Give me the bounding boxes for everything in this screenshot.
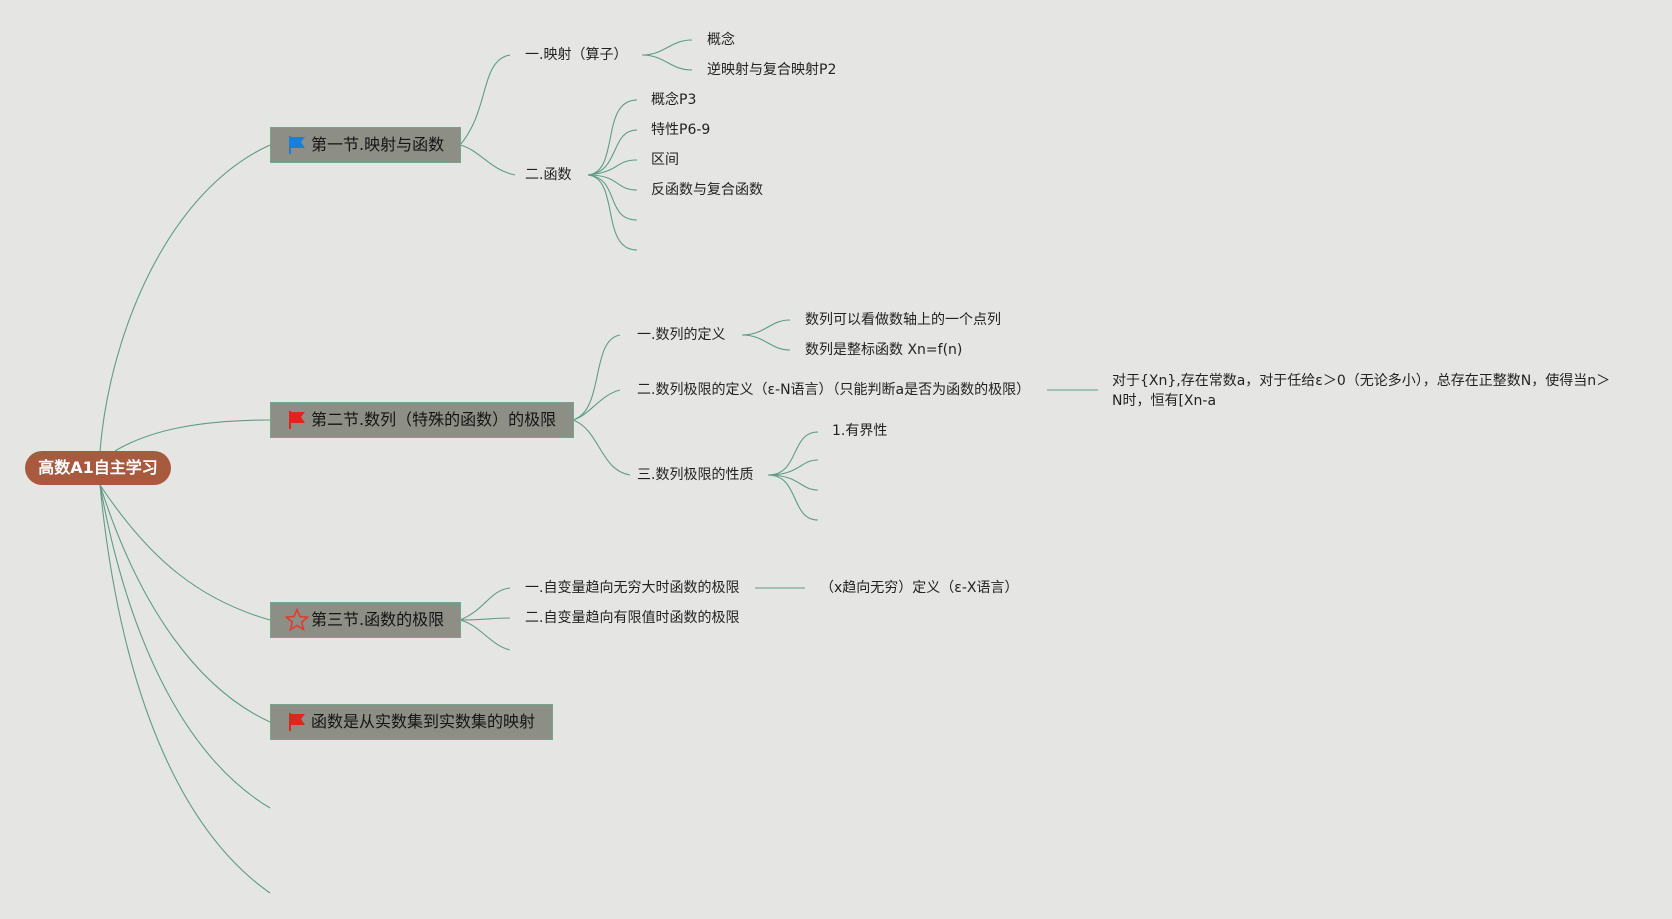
note-line: 对于{Xn},存在常数a，对于任给ε＞0（无论多小），总存在正整数N，使得当n＞: [1112, 373, 1611, 389]
topic-label: 函数是从实数集到实数集的映射: [311, 712, 536, 731]
topic-label: 第三节.函数的极限: [311, 610, 445, 629]
red-star-icon: [285, 608, 309, 632]
leaf-function-properties[interactable]: 特性P6-9: [651, 122, 711, 138]
sub-topic-function[interactable]: 二.函数: [525, 167, 572, 183]
leaf-concept[interactable]: 概念: [707, 32, 735, 48]
sub-topic-mapping[interactable]: 一.映射（算子）: [525, 47, 628, 63]
note-epsilon-n-definition[interactable]: 对于{Xn},存在常数a，对于任给ε＞0（无论多小），总存在正整数N，使得当n＞…: [1112, 371, 1610, 411]
topic-section-1[interactable]: 第一节.映射与函数: [270, 127, 461, 163]
red-flag-icon: [289, 411, 305, 429]
topic-label: 第二节.数列（特殊的函数）的极限: [311, 410, 557, 429]
leaf-inverse-composite-mapping[interactable]: 逆映射与复合映射P2: [707, 62, 837, 78]
leaf-inverse-composite-function[interactable]: 反函数与复合函数: [651, 182, 763, 198]
sub-topic-limit-properties[interactable]: 三.数列极限的性质: [637, 467, 754, 483]
sub-topic-limit-at-finite-value[interactable]: 二.自变量趋向有限值时函数的极限: [525, 610, 740, 626]
topic-mapping-statement[interactable]: 函数是从实数集到实数集的映射: [270, 704, 553, 740]
sub-topic-sequence-definition[interactable]: 一.数列的定义: [637, 327, 726, 343]
topic-section-2[interactable]: 第二节.数列（特殊的函数）的极限: [270, 402, 574, 438]
red-flag-icon: [289, 713, 305, 731]
topic-section-3[interactable]: 第三节.函数的极限: [270, 602, 461, 638]
leaf-sequence-index-function[interactable]: 数列是整标函数 Xn=f(n): [805, 342, 963, 358]
leaf-epsilon-x-definition[interactable]: （x趋向无穷）定义（ε-X语言）: [820, 580, 1019, 596]
sub-topic-limit-definition[interactable]: 二.数列极限的定义（ε-N语言）（只能判断a是否为函数的极限）: [637, 382, 1031, 398]
leaf-interval[interactable]: 区间: [651, 152, 679, 168]
blue-flag-icon: [289, 136, 305, 154]
root-node[interactable]: 高数A1自主学习: [25, 451, 171, 485]
sub-topic-limit-at-infinity[interactable]: 一.自变量趋向无穷大时函数的极限: [525, 580, 740, 596]
note-line: N时，恒有[Xn-a: [1112, 393, 1217, 409]
leaf-function-concept[interactable]: 概念P3: [651, 92, 697, 108]
leaf-sequence-point-set[interactable]: 数列可以看做数轴上的一个点列: [805, 312, 1001, 328]
topic-label: 第一节.映射与函数: [311, 135, 445, 154]
leaf-boundedness[interactable]: 1.有界性: [832, 423, 888, 439]
